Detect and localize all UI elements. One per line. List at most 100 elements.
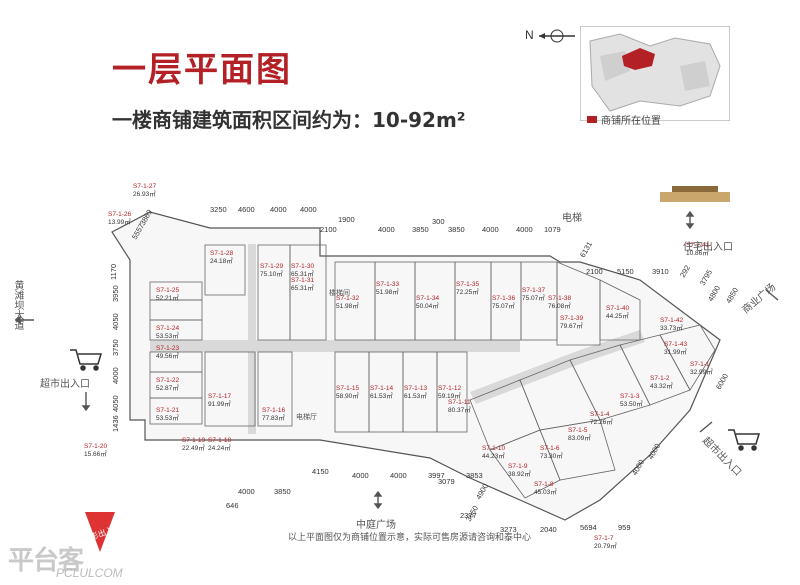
unit-id: S7-1-35 xyxy=(456,281,480,288)
unit-area: 43.32㎡ xyxy=(650,381,673,390)
unit-area: 15.66㎡ xyxy=(84,449,107,458)
dimension-misc: 3650 xyxy=(464,504,480,523)
unit-area: 22.49㎡ xyxy=(182,443,205,452)
unit-area: 79.67㎡ xyxy=(560,321,583,330)
unit-area: 45.03㎡ xyxy=(534,487,557,496)
unit-id: S7-1-19 xyxy=(182,437,206,444)
dimension-left: 4050 xyxy=(111,313,120,330)
unit-id: S7-1-41 xyxy=(686,242,710,249)
unit-id: S7-1-10 xyxy=(482,445,506,452)
dimension-bottom: 3997 xyxy=(428,471,445,480)
unit-id: S7-1-32 xyxy=(336,295,360,302)
unit-area: 58.90㎡ xyxy=(336,391,359,400)
unit-id: S7-1-14 xyxy=(370,385,394,392)
unit-id: S7-1-12 xyxy=(438,385,462,392)
unit-id: S7-1-34 xyxy=(416,295,440,302)
dimension-left: 3750 xyxy=(111,339,120,356)
label-courtyard-square: 中庭广场 xyxy=(356,520,396,531)
dimension-bottom: 2040 xyxy=(540,525,557,534)
unit-id: S7-1-20 xyxy=(84,443,108,450)
dimension-top: 3850 xyxy=(448,225,465,234)
unit-id: S7-1-6 xyxy=(540,445,560,452)
unit-area: 59.19㎡ xyxy=(438,391,461,400)
dimension-top: 1900 xyxy=(338,215,355,224)
unit-area: 76.08㎡ xyxy=(548,301,571,310)
dimension-top: 4000 xyxy=(378,225,395,234)
dimension-bottom: 646 xyxy=(226,501,239,510)
label-huangtan-road: 黄滩坝大道 xyxy=(12,280,23,330)
north-arrow: N xyxy=(525,28,577,43)
unit-id: S7-1-9 xyxy=(508,463,528,470)
unit-id: S7-1-31 xyxy=(291,277,315,284)
unit-area: 52.21㎡ xyxy=(156,293,179,302)
unit-area: 75.07㎡ xyxy=(492,301,515,310)
unit-id: S7-1-37 xyxy=(522,287,546,294)
dimension-left: 4000 xyxy=(111,367,120,384)
dimension-bottom: 4150 xyxy=(312,467,329,476)
legend-swatch xyxy=(587,116,597,123)
dimension-left: 4050 xyxy=(111,395,120,412)
dimension-misc: 6131 xyxy=(578,240,594,259)
unit-area: 73.30㎡ xyxy=(540,451,563,460)
dimension-left: 3950 xyxy=(111,285,120,302)
unit-id: S7-1-26 xyxy=(108,211,132,218)
dimension-bottom: 959 xyxy=(618,523,631,532)
dimension-top-right: 3910 xyxy=(652,267,669,276)
unit-area: 33.73㎡ xyxy=(660,323,683,332)
unit-area: 61.53㎡ xyxy=(370,391,393,400)
unit-area: 65.31㎡ xyxy=(291,269,314,278)
label-stair: 楼梯间 xyxy=(329,289,350,297)
unit-id: S7-1-27 xyxy=(133,183,157,190)
dimension-top: 300 xyxy=(432,217,445,226)
dimension-top-right: 2100 xyxy=(586,267,603,276)
unit-area: 20.79㎡ xyxy=(594,541,617,550)
unit-area: 49.56㎡ xyxy=(156,351,179,360)
unit-area: 32.99㎡ xyxy=(690,367,713,376)
watermark-url: PCLULCOM xyxy=(56,566,123,580)
unit-area: 61.53㎡ xyxy=(404,391,427,400)
cart-icon-right xyxy=(728,429,761,451)
unit-area: 24.24㎡ xyxy=(208,443,231,452)
dimension-bottom: 5694 xyxy=(580,523,597,532)
unit-area: 77.83㎡ xyxy=(262,413,285,422)
north-label: N xyxy=(525,28,534,42)
unit-area: 44.23㎡ xyxy=(482,451,505,460)
unit-id: S7-1-16 xyxy=(262,407,286,414)
legend-label: 商铺所在位置 xyxy=(601,116,661,127)
unit-id: S7-1-18 xyxy=(208,437,232,444)
unit-area: 65.31㎡ xyxy=(291,283,314,292)
unit-area: 83.09㎡ xyxy=(568,433,591,442)
site-minimap xyxy=(580,26,730,121)
unit-id: S7-1-43 xyxy=(664,341,688,348)
dimension-bottom: 4000 xyxy=(352,471,369,480)
compass-icon xyxy=(539,29,576,43)
unit-area: 75.10㎡ xyxy=(260,269,283,278)
label-elevator-hall: 电梯厅 xyxy=(296,413,317,421)
unit-id: S7-1-24 xyxy=(156,325,180,332)
page-title: 一层平面图 xyxy=(112,50,292,90)
dimension-misc: 4800 xyxy=(706,284,722,303)
unit-area: 51.98㎡ xyxy=(376,287,399,296)
watermark-logo: 平台客 xyxy=(8,546,84,576)
dimension-bottom: 3853 xyxy=(466,471,483,480)
unit-id: S7-1-4 xyxy=(590,411,610,418)
unit-id: S7-1-8 xyxy=(534,481,554,488)
unit-id: S7-1-25 xyxy=(156,287,180,294)
cart-icon-left xyxy=(70,349,103,371)
unit-id: S7-1-3 xyxy=(620,393,640,400)
unit-id: S7-1-29 xyxy=(260,263,284,270)
unit-area: 31.99㎡ xyxy=(664,347,687,356)
unit-area: 13.99㎡ xyxy=(108,217,131,226)
page-subtitle: 一楼商铺建筑面积区间约为：10-92m² xyxy=(112,108,466,132)
footer-note: 以上平面图仅为商铺位置示意，实际可售房源请咨询和泰中心 xyxy=(288,533,532,543)
dimension-left: 1436 xyxy=(111,415,120,432)
dimension-top: 3250 xyxy=(210,205,227,214)
unit-id: S7-1-13 xyxy=(404,385,428,392)
unit-area: 24.18㎡ xyxy=(210,256,233,265)
label-residential-entrance: 住宅出入口 xyxy=(683,242,733,253)
dimension-top: 4000 xyxy=(300,205,317,214)
unit-area: 38.92㎡ xyxy=(508,469,531,478)
unit-area: 51.98㎡ xyxy=(336,301,359,310)
unit-area: 10.86㎡ xyxy=(686,248,709,257)
